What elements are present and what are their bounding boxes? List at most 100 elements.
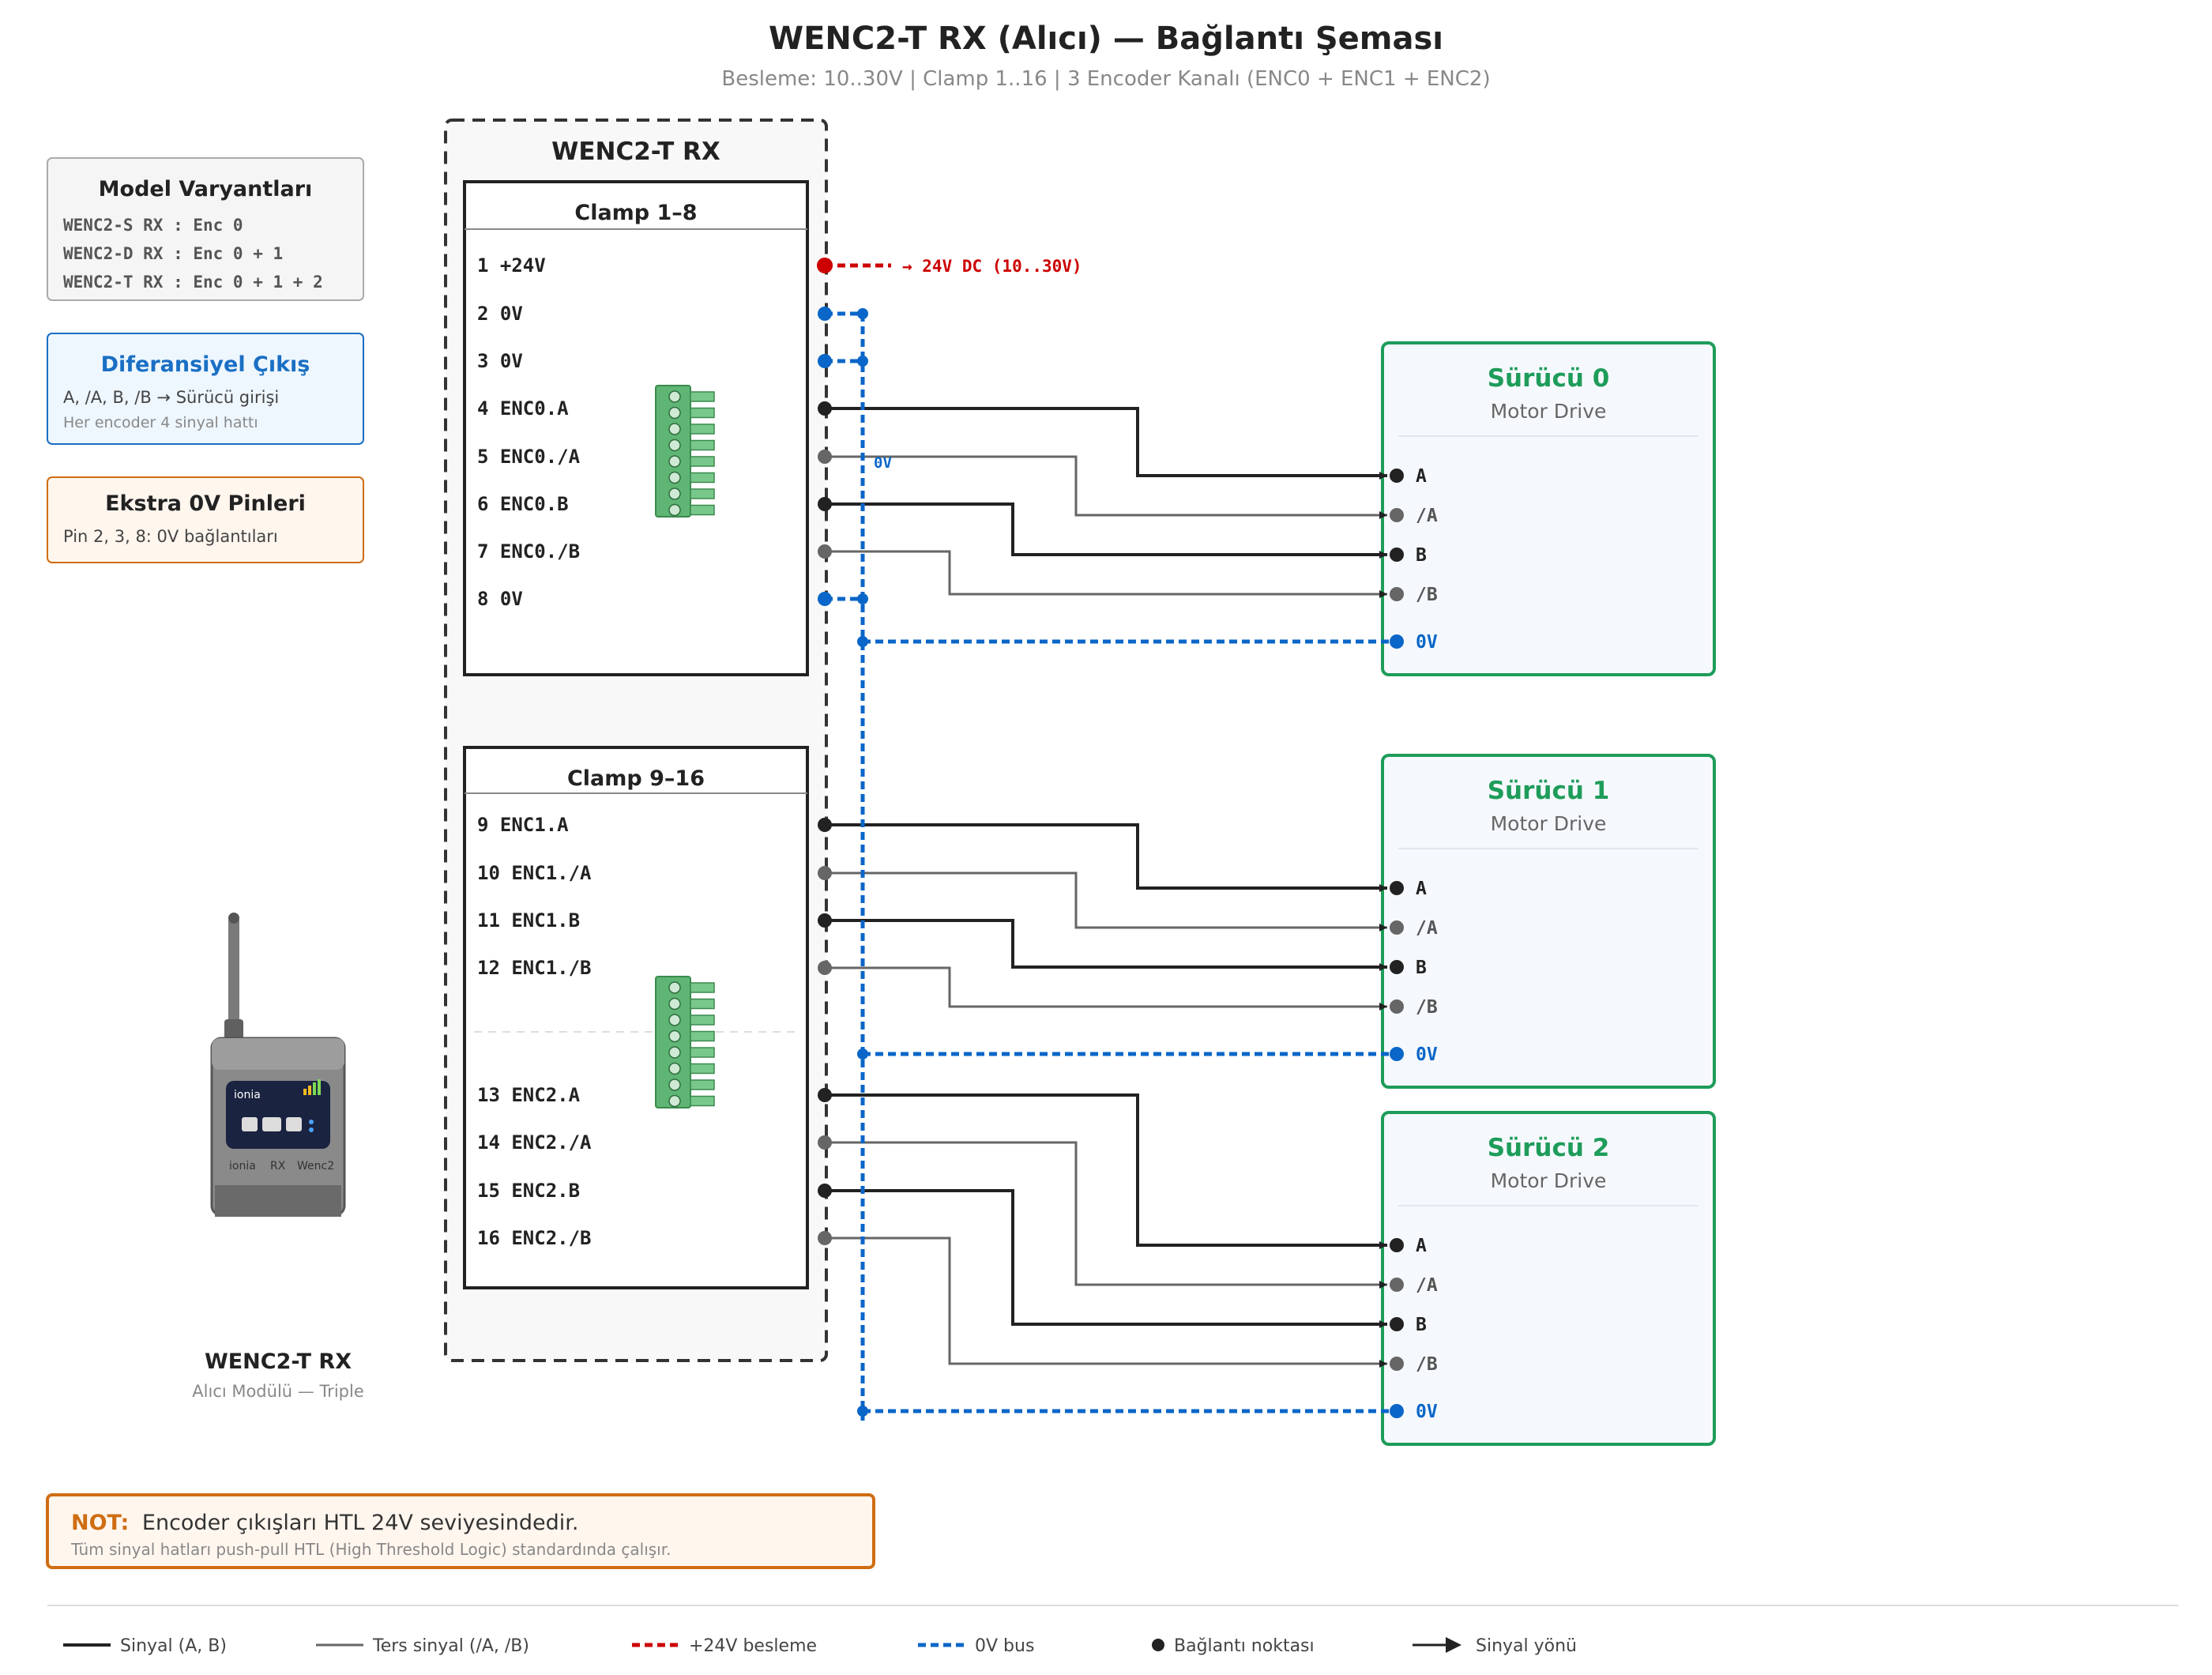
drive-pin-dot xyxy=(1390,1278,1404,1292)
legend-label: 0V bus xyxy=(975,1636,1034,1656)
clamp-pin-label: 5 ENC0./A xyxy=(477,446,581,468)
drive-pin-dot xyxy=(1390,999,1404,1014)
clamp-pin-label: 7 ENC0./B xyxy=(477,540,580,563)
connection-dot xyxy=(857,1406,868,1417)
clamp-block-1-8: Clamp 1–8 xyxy=(463,180,809,676)
module-title: WENC2-T RX xyxy=(551,137,720,166)
signal-wire xyxy=(825,407,1387,480)
clamp-pin-label: 12 ENC1./B xyxy=(477,957,592,979)
connection-dot xyxy=(818,544,832,559)
diff-box: Diferansiyel Çıkış A, /A, B, /B → Sürücü… xyxy=(47,333,364,445)
drive-pin-label: A xyxy=(1416,879,1427,899)
legend-item: Sinyal (A, B) xyxy=(63,1636,227,1656)
clamp-pin-label: 3 0V xyxy=(477,350,523,372)
drive-pin-label: 0V xyxy=(1416,1045,1438,1065)
clamp-pin-label: 9 ENC1.A xyxy=(477,814,569,836)
drive-pin-dot xyxy=(1390,548,1404,562)
legend-label: Ters sinyal (/A, /B) xyxy=(372,1636,529,1656)
diff-title: Diferansiyel Çıkış xyxy=(101,352,310,377)
extra-0v-title: Ekstra 0V Pinleri xyxy=(105,491,306,516)
variant-line: WENC2-T RX : Enc 0 + 1 + 2 xyxy=(63,273,323,292)
wires xyxy=(817,258,1390,1421)
drive-pin-dot xyxy=(1390,960,1404,974)
extra-0v-line: Pin 2, 3, 8: 0V bağlantıları xyxy=(63,527,278,546)
drive-pin-label: 0V xyxy=(1416,632,1438,653)
clamp-pin-label: 16 ENC2./B xyxy=(477,1227,592,1249)
legend-label: Sinyal (A, B) xyxy=(120,1636,227,1656)
device-text-model: Wenc2 xyxy=(297,1160,334,1172)
legend-item: +24V besleme xyxy=(632,1636,817,1656)
signal-wire xyxy=(825,919,1387,971)
drive-pin-label: /A xyxy=(1416,1275,1438,1296)
drive-title: Sürücü 1 xyxy=(1488,777,1610,805)
legend-label: Bağlantı noktası xyxy=(1174,1636,1315,1656)
legend-item: Bağlantı noktası xyxy=(1152,1636,1315,1656)
drive-pin-label: A xyxy=(1416,466,1427,487)
clamp-a-title: Clamp 1–8 xyxy=(574,201,697,225)
device-illustration: ionia ionia RX Wenc2 xyxy=(210,913,346,1217)
drive-subtitle: Motor Drive xyxy=(1491,1169,1607,1192)
drive-pin-dot xyxy=(1390,1047,1404,1061)
signal-wire xyxy=(825,871,1387,932)
connection-dot xyxy=(857,356,868,367)
legend-label: +24V besleme xyxy=(689,1636,817,1656)
drive-subtitle: Motor Drive xyxy=(1491,812,1607,835)
clamp-pin-label: 1 +24V xyxy=(477,254,546,277)
connection-dot xyxy=(818,450,832,464)
note-prefix: NOT: xyxy=(71,1511,129,1535)
connection-dot xyxy=(818,307,832,321)
clamp-pin-label: 6 ENC0.B xyxy=(477,493,569,515)
drive-pin-dot xyxy=(1390,469,1404,483)
drive-pin-dot xyxy=(1390,881,1404,895)
clamp-pin-label: 4 ENC0.A xyxy=(477,397,569,420)
page-subtitle: Besleme: 10..30V | Clamp 1..16 | 3 Encod… xyxy=(721,67,1490,91)
variant-line: WENC2-S RX : Enc 0 xyxy=(63,216,243,235)
drive-pin-dot xyxy=(1390,1357,1404,1371)
clamp-pin-label: 2 0V xyxy=(477,303,523,325)
connection-dot xyxy=(818,1088,832,1102)
clamp-pin-label: 13 ENC2.A xyxy=(477,1084,581,1106)
power-label: → 24V DC (10..30V) xyxy=(902,257,1082,276)
connection-dot xyxy=(818,592,832,606)
connection-dot xyxy=(818,401,832,416)
diff-line: A, /A, B, /B → Sürücü girişi xyxy=(63,388,279,407)
connection-dot xyxy=(818,497,832,511)
connection-dot xyxy=(818,961,832,975)
drive-pin-dot xyxy=(1390,587,1404,601)
note-box: NOT: Encoder çıkışları HTL 24V seviyesin… xyxy=(46,1493,875,1569)
variant-line: WENC2-D RX : Enc 0 + 1 xyxy=(63,244,283,263)
bus-label: 0V xyxy=(874,454,892,472)
drive-pin-label: /A xyxy=(1416,506,1438,526)
signal-wire xyxy=(825,1141,1387,1289)
legend-item: Sinyal yönü xyxy=(1413,1636,1577,1656)
signal-wire xyxy=(825,823,1387,892)
drive-subtitle: Motor Drive xyxy=(1491,400,1607,423)
variants-title: Model Varyantları xyxy=(99,177,313,201)
device-name: WENC2-T RX xyxy=(205,1349,352,1374)
connection-dot xyxy=(818,1231,832,1245)
terminal-block-icon xyxy=(655,385,715,518)
drive-pin-label: /B xyxy=(1416,997,1438,1018)
page-title: WENC2-T RX (Alıcı) — Bağlantı Şeması xyxy=(769,21,1443,57)
connection-dot xyxy=(817,258,833,273)
note-sub: Tüm sinyal hatları push-pull HTL (High T… xyxy=(70,1540,671,1559)
signal-wire xyxy=(825,550,1387,598)
signal-wire xyxy=(825,966,1387,1011)
legend-item: 0V bus xyxy=(918,1636,1034,1656)
drive-title: Sürücü 2 xyxy=(1488,1134,1610,1162)
device-text-brand: ionia xyxy=(229,1160,256,1172)
device-desc: Alıcı Modülü — Triple xyxy=(192,1382,364,1401)
drive-pin-label: B xyxy=(1416,1315,1427,1335)
signal-wire xyxy=(825,1189,1387,1328)
signal-wire xyxy=(825,455,1387,519)
connection-dot xyxy=(857,1048,868,1060)
signal-wire xyxy=(825,502,1387,559)
clamp-pin-label: 15 ENC2.B xyxy=(477,1180,580,1202)
connection-dot xyxy=(857,308,868,319)
drive-pin-dot xyxy=(1390,1317,1404,1331)
drive-pin-dot xyxy=(1390,1238,1404,1252)
